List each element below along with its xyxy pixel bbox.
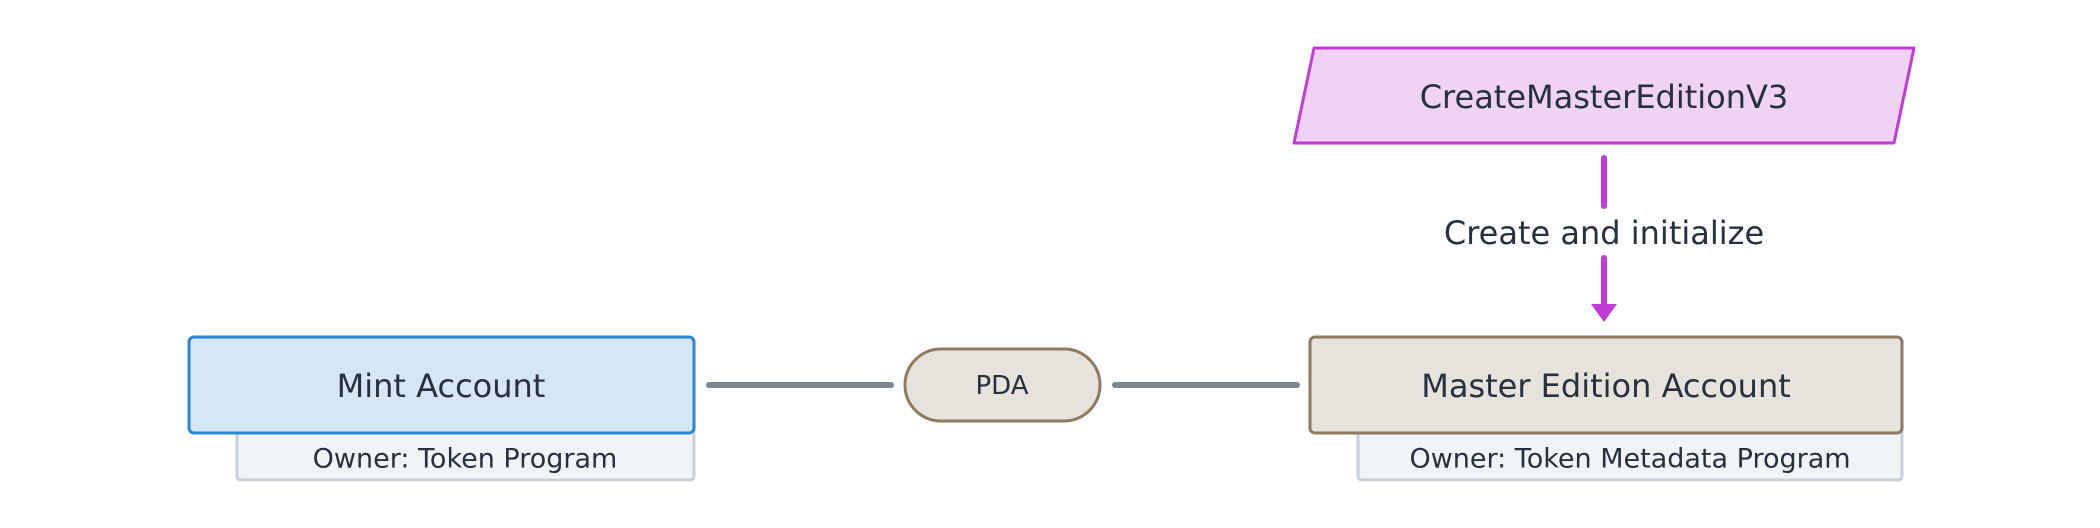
create-initialize-edge: Create and initialize — [1444, 155, 1764, 322]
pda-node: PDA — [903, 347, 1102, 423]
pda-shape — [903, 347, 1102, 423]
instruction-shape — [1292, 46, 1916, 145]
mint-account-label: Mint Account — [337, 367, 546, 405]
create-initialize-arrowhead — [1591, 304, 1617, 322]
master-edition-account-node: Master Edition Account — [1308, 335, 1904, 435]
instruction-node: CreateMasterEditionV3 — [1292, 46, 1916, 145]
master-edition-account-label: Master Edition Account — [1421, 367, 1791, 405]
mint-owner-label: Owner: Token Program — [313, 444, 618, 475]
master-owner-label: Owner: Token Metadata Program — [1409, 444, 1850, 475]
mint-account-box — [187, 335, 696, 435]
create-initialize-label: Create and initialize — [1444, 214, 1764, 252]
instruction-label: CreateMasterEditionV3 — [1420, 78, 1789, 116]
pda-label: PDA — [975, 371, 1028, 401]
master-owner-tag: Owner: Token Metadata Program — [1356, 424, 1904, 482]
mint-account-node: Mint Account — [187, 335, 696, 435]
mint-owner-tag: Owner: Token Program — [235, 424, 696, 482]
master-edition-account-box — [1308, 335, 1904, 435]
